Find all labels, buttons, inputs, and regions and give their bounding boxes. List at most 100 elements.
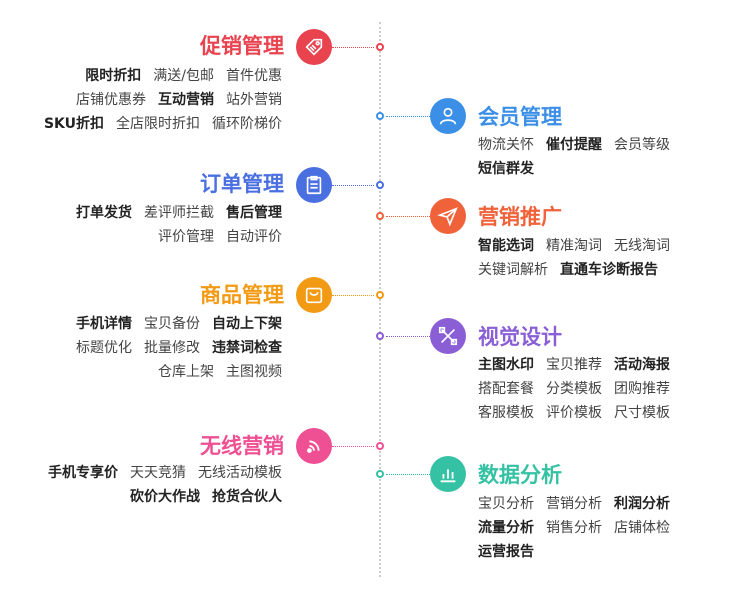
feature-item[interactable]: 砍价大作战	[130, 489, 200, 505]
feature-item[interactable]: 团购推荐	[614, 381, 670, 397]
feature-row: 关键词解析直通车诊断报告	[478, 260, 670, 280]
feature-row: 仓库上架主图视频	[146, 362, 282, 382]
bag-icon	[296, 277, 332, 313]
feature-item[interactable]: 短信群发	[478, 161, 534, 177]
feature-item[interactable]: 无线淘词	[614, 238, 670, 254]
feature-item[interactable]: 首件优惠	[226, 68, 282, 84]
feature-item[interactable]: 智能选词	[478, 238, 534, 254]
feature-item[interactable]: 批量修改	[144, 340, 200, 356]
wifi-signal-icon	[296, 428, 332, 464]
feature-item[interactable]: 主图视频	[226, 364, 282, 380]
feature-row: 手机详情宝贝备份自动上下架	[64, 314, 282, 334]
feature-item[interactable]: 手机详情	[76, 316, 132, 332]
feature-item[interactable]: 标题优化	[76, 340, 132, 356]
feature-row: SKU折扣全店限时折扣循环阶梯价	[32, 114, 282, 134]
feature-item[interactable]: 打单发货	[76, 205, 132, 221]
feature-item[interactable]: 天天竞猜	[130, 465, 186, 481]
feature-item[interactable]: 店铺优惠券	[76, 92, 146, 108]
feature-item[interactable]: 主图水印	[478, 357, 534, 373]
timeline-axis	[379, 22, 381, 577]
feature-item[interactable]: 差评师拦截	[144, 205, 214, 221]
feature-row: 限时折扣满送/包邮首件优惠	[73, 66, 282, 86]
feature-row: 短信群发	[478, 159, 546, 179]
timeline-dot-goods	[376, 291, 384, 299]
feature-item[interactable]: 评价模板	[546, 405, 602, 421]
feature-item[interactable]: 限时折扣	[85, 68, 142, 84]
feature-item[interactable]: 销售分析	[546, 520, 602, 536]
feature-item[interactable]: 尺寸模板	[614, 405, 670, 421]
tag-icon	[296, 29, 332, 65]
timeline-dot-order	[376, 181, 384, 189]
feature-item[interactable]: 关键词解析	[478, 262, 548, 278]
feature-item[interactable]: 违禁词检查	[212, 340, 282, 356]
connector-visual	[386, 336, 430, 337]
feature-item[interactable]: 活动海报	[614, 357, 670, 373]
connector-member	[386, 116, 430, 117]
feature-item[interactable]: 售后管理	[226, 205, 282, 221]
feature-item[interactable]: 营销分析	[546, 496, 602, 512]
feature-item[interactable]: 直通车诊断报告	[560, 262, 658, 278]
feature-item[interactable]: 物流关怀	[478, 137, 534, 153]
connector-marketing	[386, 216, 430, 217]
paper-plane-icon	[430, 198, 466, 234]
feature-item[interactable]: 抢货合伙人	[212, 489, 282, 505]
section-title-data: 数据分析	[478, 463, 562, 487]
timeline-dot-wireless	[376, 442, 384, 450]
feature-item[interactable]: 自动上下架	[212, 316, 282, 332]
timeline-dot-visual	[376, 332, 384, 340]
feature-item[interactable]: 满送/包邮	[153, 68, 214, 84]
feature-item[interactable]: 自动评价	[226, 229, 282, 245]
feature-item[interactable]: SKU折扣	[43, 116, 104, 132]
user-icon	[430, 98, 466, 134]
timeline-dot-data	[376, 470, 384, 478]
section-title-goods: 商品管理	[200, 283, 284, 307]
feature-row: 店铺优惠券互动营销站外营销	[64, 90, 282, 110]
timeline-dot-marketing	[376, 212, 384, 220]
feature-item[interactable]: 站外营销	[226, 92, 282, 108]
feature-item[interactable]: 宝贝分析	[478, 496, 534, 512]
connector-promo	[332, 47, 374, 48]
feature-item[interactable]: 评价管理	[158, 229, 214, 245]
feature-row: 搭配套餐分类模板团购推荐	[478, 379, 682, 399]
feature-item[interactable]: 会员等级	[614, 137, 670, 153]
section-title-marketing: 营销推广	[478, 205, 562, 229]
feature-item[interactable]: 宝贝推荐	[546, 357, 602, 373]
feature-item[interactable]: 催付提醒	[546, 137, 602, 153]
section-title-promo: 促销管理	[200, 34, 284, 58]
feature-item[interactable]: 搭配套餐	[478, 381, 534, 397]
feature-item[interactable]: 分类模板	[546, 381, 602, 397]
feature-item[interactable]: 流量分析	[478, 520, 534, 536]
connector-wireless	[332, 446, 374, 447]
design-tools-icon	[430, 318, 466, 354]
feature-row: 智能选词精准淘词无线淘词	[478, 236, 682, 256]
clipboard-icon	[296, 167, 332, 203]
feature-item[interactable]: 店铺体检	[614, 520, 670, 536]
feature-row: 运营报告	[478, 542, 546, 562]
feature-item[interactable]: 全店限时折扣	[116, 116, 200, 132]
feature-item[interactable]: 互动营销	[158, 92, 214, 108]
feature-item[interactable]: 客服模板	[478, 405, 534, 421]
feature-item[interactable]: 仓库上架	[158, 364, 214, 380]
feature-row: 砍价大作战抢货合伙人	[118, 487, 282, 507]
feature-item[interactable]: 利润分析	[614, 496, 670, 512]
feature-item[interactable]: 宝贝备份	[144, 316, 200, 332]
connector-goods	[332, 295, 374, 296]
feature-row: 物流关怀催付提醒会员等级	[478, 135, 682, 155]
section-title-visual: 视觉设计	[478, 325, 562, 349]
feature-item[interactable]: 无线活动模板	[198, 465, 282, 481]
feature-row: 手机专享价天天竞猜无线活动模板	[36, 463, 282, 483]
feature-row: 评价管理自动评价	[146, 227, 282, 247]
feature-item[interactable]: 手机专享价	[48, 465, 118, 481]
feature-row: 标题优化批量修改违禁词检查	[64, 338, 282, 358]
feature-item[interactable]: 循环阶梯价	[212, 116, 282, 132]
bar-chart-icon	[430, 456, 466, 492]
feature-row: 宝贝分析营销分析利润分析	[478, 494, 682, 514]
timeline-dot-promo	[376, 43, 384, 51]
feature-item[interactable]: 运营报告	[478, 544, 534, 560]
feature-row: 打单发货差评师拦截售后管理	[64, 203, 282, 223]
timeline-dot-member	[376, 112, 384, 120]
feature-item[interactable]: 精准淘词	[546, 238, 602, 254]
feature-row: 客服模板评价模板尺寸模板	[478, 403, 682, 423]
connector-data	[386, 474, 430, 475]
section-title-wireless: 无线营销	[200, 434, 284, 458]
